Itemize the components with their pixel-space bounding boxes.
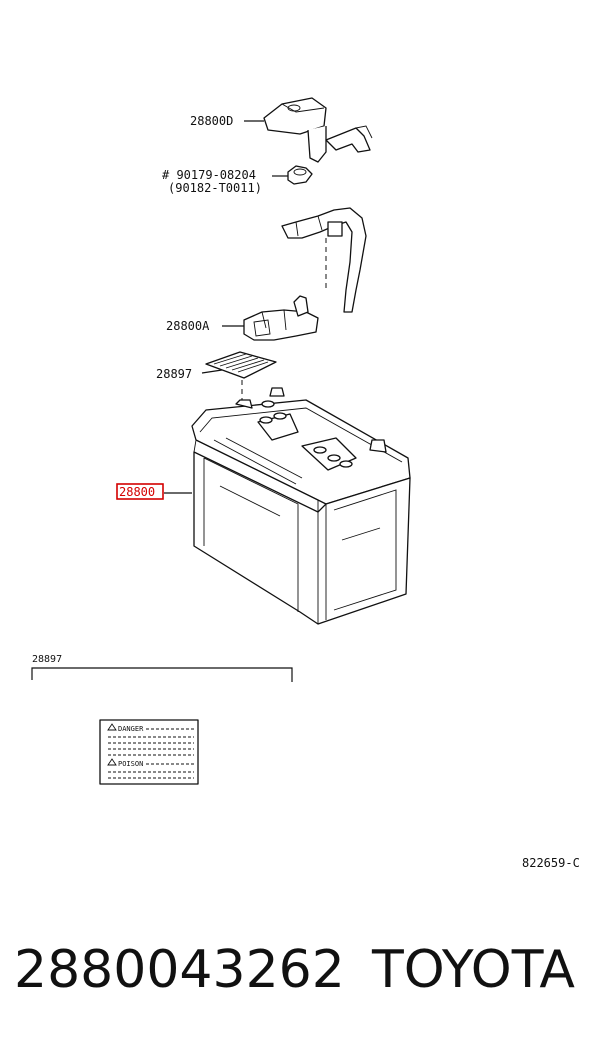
detail-bracket: 28897 xyxy=(31,654,293,682)
label-28800d[interactable]: 28800D xyxy=(190,114,233,128)
svg-text:28897: 28897 xyxy=(156,367,192,381)
svg-text:28800D: 28800D xyxy=(190,114,233,128)
diagram-reference-number: 822659-C xyxy=(522,856,580,870)
svg-text:POISON: POISON xyxy=(118,760,143,768)
battery-cable-drawing xyxy=(281,207,367,313)
svg-text:28800: 28800 xyxy=(119,485,155,499)
terminal-cover-drawing xyxy=(263,97,373,163)
svg-text:DANGER: DANGER xyxy=(118,725,144,733)
label-28800a[interactable]: 28800A xyxy=(166,319,210,333)
label-28800[interactable]: 28800 xyxy=(116,483,164,500)
nut-drawing xyxy=(287,165,313,185)
label-90179-08204[interactable]: # 90179-08204 (90182-T0011) xyxy=(162,168,262,195)
label-28897[interactable]: 28897 xyxy=(156,367,192,381)
warning-label-detail: DANGER POISON xyxy=(99,719,199,785)
part-number: 2880043262 xyxy=(14,940,345,1000)
svg-text:28800A: 28800A xyxy=(166,319,210,333)
svg-text:(90182-T0011): (90182-T0011) xyxy=(168,181,262,195)
label-plate-drawing xyxy=(205,351,277,379)
parts-diagram: 28800D # 90179-08204 (90182-T0011) 28800… xyxy=(31,97,580,870)
brand-name: TOYOTA xyxy=(372,940,575,1000)
battery-drawing xyxy=(191,387,411,625)
terminal-clamp-drawing xyxy=(243,295,319,341)
svg-text:# 90179-08204: # 90179-08204 xyxy=(162,168,256,182)
label-28897-detail: 28897 xyxy=(32,654,62,665)
